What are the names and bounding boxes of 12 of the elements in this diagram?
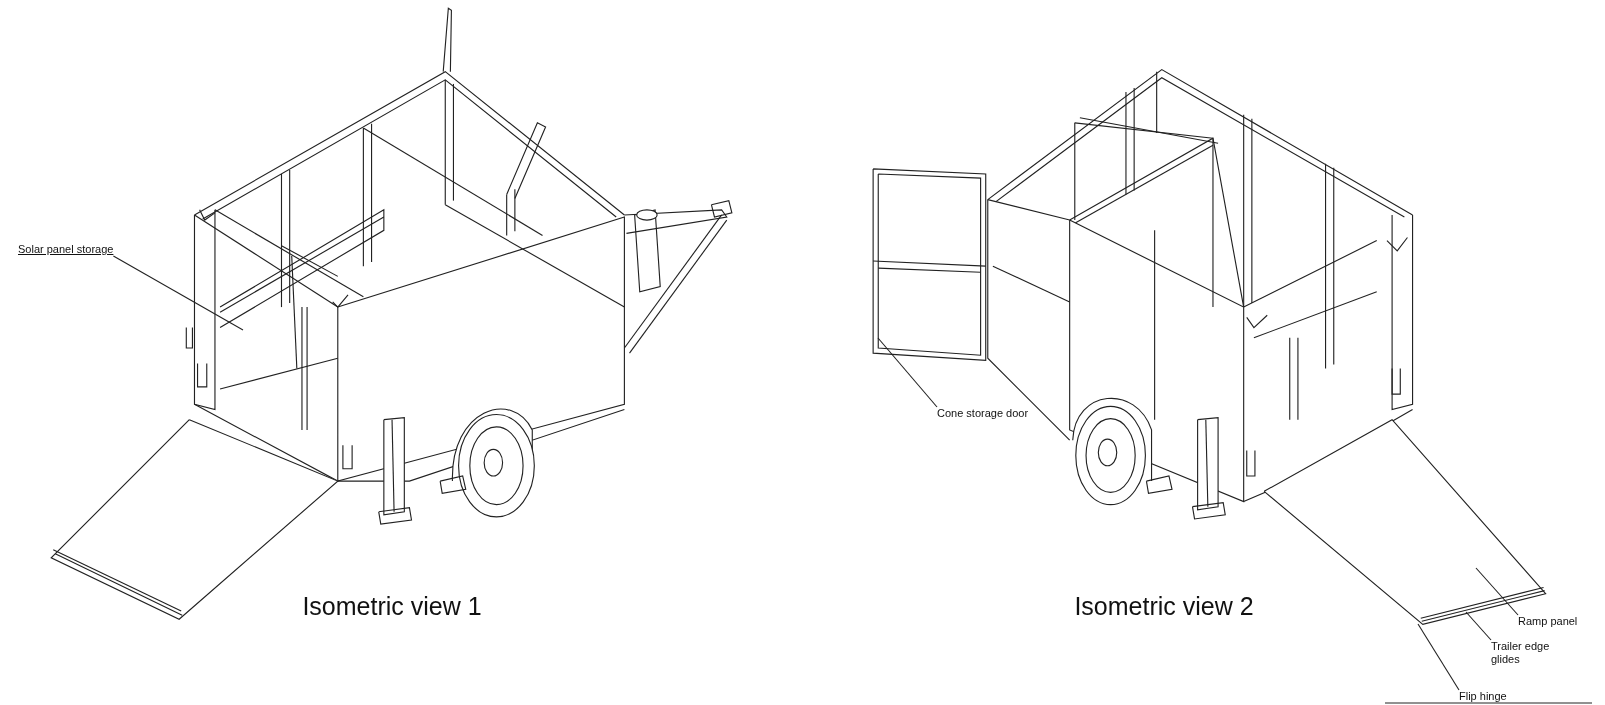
leader-line bbox=[1465, 611, 1492, 641]
callout-label: Trailer edge glides bbox=[1491, 640, 1551, 666]
callout-label: Flip hinge bbox=[1459, 690, 1507, 703]
leader-line bbox=[877, 337, 938, 408]
leader-line bbox=[1475, 567, 1519, 616]
view-title: Isometric view 1 bbox=[302, 592, 482, 621]
callout-label: Ramp panel bbox=[1518, 615, 1578, 628]
callout-label: Solar panel storage bbox=[18, 243, 114, 256]
callout-label: Cone storage door bbox=[937, 407, 1029, 420]
leader-line bbox=[1417, 623, 1460, 691]
leader-line bbox=[112, 255, 244, 331]
view-title: Isometric view 2 bbox=[1074, 592, 1254, 621]
